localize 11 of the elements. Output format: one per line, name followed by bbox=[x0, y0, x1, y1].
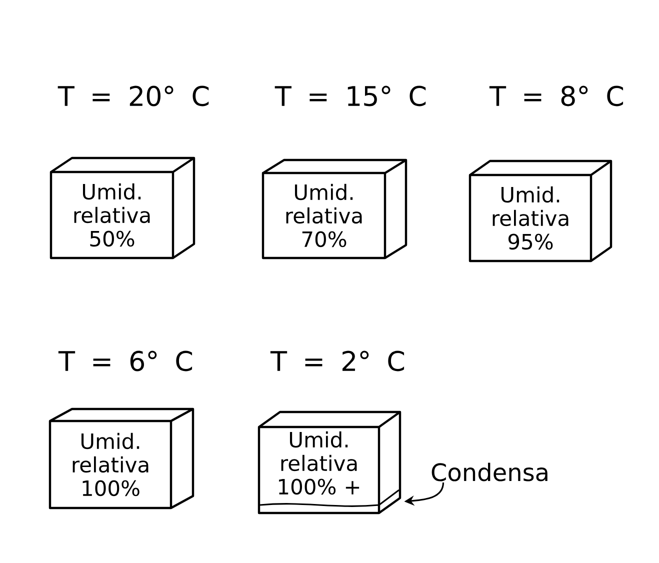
temperature-label: T = 20° C bbox=[58, 86, 209, 106]
temperature-label: T = 8° C bbox=[489, 86, 624, 106]
cube: Umid. relativa 100% + bbox=[258, 410, 402, 514]
cube: Umid. relativa 95% bbox=[468, 160, 612, 262]
cube: Umid. relativa 70% bbox=[262, 158, 408, 260]
cube: Umid. relativa 50% bbox=[50, 156, 196, 260]
callout-label: Condensa bbox=[432, 462, 548, 482]
temperature-label: T = 15° C bbox=[274, 86, 426, 106]
temperature-label: T = 2° C bbox=[270, 350, 404, 372]
cube: Umid. relativa 100% bbox=[48, 408, 194, 510]
temperature-label: T = 6° C bbox=[58, 350, 192, 372]
